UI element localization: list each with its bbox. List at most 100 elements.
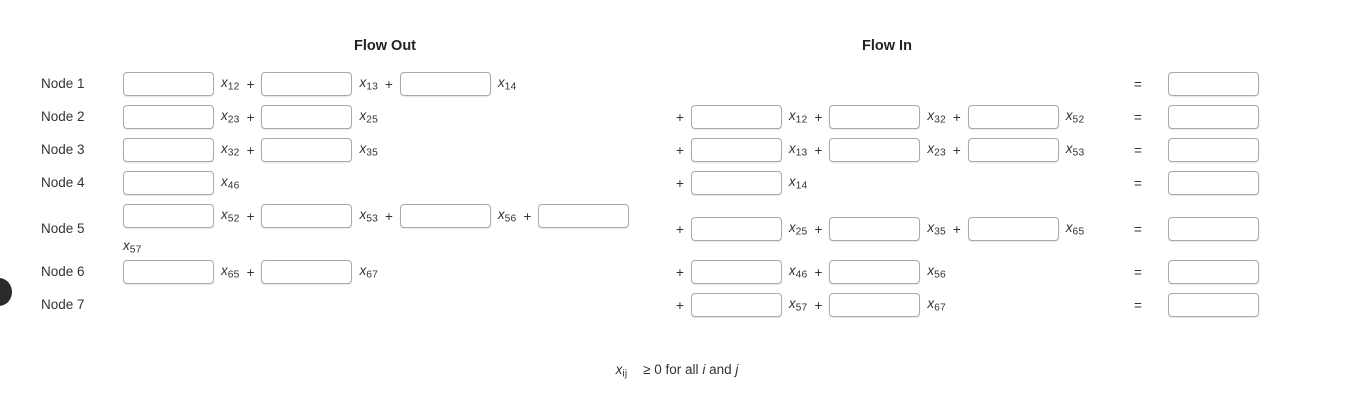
variable-label-x23: x23 — [927, 141, 946, 159]
variable-label-x46: x46 — [788, 263, 808, 281]
flow-out-expression: x12+x13+x14 — [123, 72, 516, 96]
plus-operator: + — [246, 142, 255, 158]
node-label: Node 3 — [41, 142, 85, 157]
node-label: Node 6 — [41, 264, 85, 279]
constraint-index-j: j — [735, 362, 739, 377]
flow-in-expression: +x14 — [676, 171, 807, 195]
node-label: Node 7 — [41, 297, 85, 312]
flow-out-input-5-1[interactable] — [261, 260, 353, 284]
result-input-3-0[interactable] — [1168, 171, 1259, 195]
flow-in-input-4-1[interactable] — [829, 217, 921, 241]
plus-operator: + — [246, 109, 255, 125]
plus-operator: + — [676, 175, 684, 191]
result-column: = — [1134, 138, 1259, 162]
plus-operator: + — [523, 208, 532, 224]
flow-out-expression: x32+x35 — [123, 138, 378, 162]
flow-out-input-0-0[interactable] — [123, 72, 214, 96]
flow-in-input-5-0[interactable] — [690, 260, 782, 284]
flow-out-wrapped-term: x57 — [123, 238, 142, 256]
flow-in-input-2-1[interactable] — [829, 138, 921, 162]
variable-label-x25: x25 — [359, 108, 379, 126]
flow-out-input-4-0[interactable] — [123, 204, 214, 228]
variable-label-x53: x53 — [1065, 141, 1085, 159]
table-row: Node 7+x57+x67= — [0, 293, 1354, 326]
flow-in-input-6-0[interactable] — [690, 293, 782, 317]
result-input-4-0[interactable] — [1168, 217, 1259, 241]
variable-label-x25: x25 — [788, 220, 808, 238]
plus-operator: + — [814, 221, 823, 237]
plus-operator: + — [952, 221, 961, 237]
flow-in-expression: +x13+x23+x53 — [676, 138, 1084, 162]
flow-out-expression: x23 + x25 — [123, 105, 378, 129]
flow-in-input-1-0[interactable] — [690, 105, 782, 129]
result-input-1-0[interactable] — [1168, 105, 1259, 129]
constraint-text: ≥ 0 for all — [643, 362, 699, 377]
flow-out-input-2-0[interactable] — [123, 138, 214, 162]
flow-out-expression: x52+x53+x56+ — [123, 204, 630, 228]
plus-operator: + — [814, 109, 823, 125]
variable-label-x52: x52 — [1065, 108, 1085, 126]
plus-operator: + — [952, 142, 961, 158]
flow-out-input-0-1[interactable] — [261, 72, 353, 96]
flow-in-expression: +x12+x32+x52 — [676, 105, 1084, 129]
flow-in-input-1-1[interactable] — [829, 105, 921, 129]
plus-operator: + — [385, 76, 393, 92]
equals-sign: = — [1134, 76, 1142, 92]
variable-label-x65: x65 — [221, 263, 240, 281]
flow-in-input-4-0[interactable] — [690, 217, 782, 241]
result-input-2-0[interactable] — [1168, 138, 1259, 162]
result-column: = — [1134, 105, 1259, 129]
flow-in-input-2-2[interactable] — [967, 138, 1059, 162]
result-input-0-0[interactable] — [1168, 72, 1259, 96]
variable-label-x56: x56 — [927, 263, 946, 281]
variable-label-x14: x14 — [497, 75, 517, 93]
plus-operator: + — [814, 297, 823, 313]
variable-label-x46: x46 — [221, 174, 240, 192]
variable-label-x12: x12 — [788, 108, 808, 126]
node-label: Node 1 — [41, 76, 85, 91]
node-label: Node 2 — [41, 109, 85, 124]
constraint-conjunction: and — [709, 362, 732, 377]
variable-label-x35: x35 — [927, 220, 946, 238]
result-column: = — [1134, 72, 1259, 96]
flow-in-expression: +x25+x35+x65 — [676, 217, 1084, 241]
flow-out-input-5-0[interactable] — [123, 260, 214, 284]
flow-out-input-4-3[interactable] — [538, 204, 630, 228]
flow-in-input-4-2[interactable] — [967, 217, 1059, 241]
table-row: Node 4 x46 +x14 = — [0, 171, 1354, 204]
variable-label-x13: x13 — [359, 75, 379, 93]
flow-out-input-4-1[interactable] — [261, 204, 353, 228]
flow-in-input-5-1[interactable] — [829, 260, 921, 284]
flow-out-input-4-2[interactable] — [399, 204, 491, 228]
plus-operator: + — [676, 142, 684, 158]
result-column: = — [1134, 260, 1259, 284]
equals-sign: = — [1134, 109, 1142, 125]
variable-label-x35: x35 — [359, 141, 379, 159]
flow-out-input-0-2[interactable] — [399, 72, 491, 96]
flow-in-input-3-0[interactable] — [690, 171, 782, 195]
flow-out-input-2-1[interactable] — [261, 138, 353, 162]
equals-sign: = — [1134, 142, 1142, 158]
flow-in-input-1-2[interactable] — [967, 105, 1059, 129]
node-label: Node 4 — [41, 175, 85, 190]
flow-out-input-3-0[interactable] — [123, 171, 214, 195]
equals-sign: = — [1134, 175, 1142, 191]
variable-label-x12: x12 — [221, 75, 240, 93]
variable-label-x23: x23 — [221, 108, 240, 126]
equals-sign: = — [1134, 297, 1142, 313]
variable-label-x52: x52 — [221, 207, 240, 225]
flow-out-input-1-0[interactable] — [123, 105, 214, 129]
flow-out-expression: x46 — [123, 171, 240, 195]
result-input-5-0[interactable] — [1168, 260, 1259, 284]
equals-sign: = — [1134, 264, 1142, 280]
flow-in-input-6-1[interactable] — [829, 293, 921, 317]
constraint-variable: xij — [615, 362, 628, 380]
result-input-6-0[interactable] — [1168, 293, 1259, 317]
flow-in-input-2-0[interactable] — [690, 138, 782, 162]
flow-out-input-1-1[interactable] — [261, 105, 353, 129]
result-column: = — [1134, 217, 1259, 241]
